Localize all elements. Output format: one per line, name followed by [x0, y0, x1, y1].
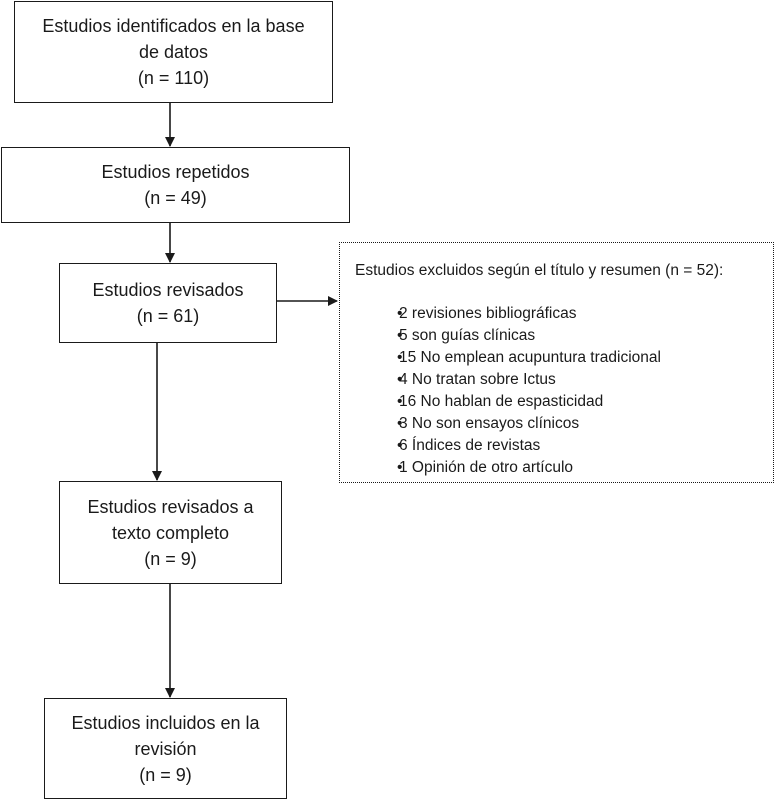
excluded-reason-item: •16 No hablan de espasticidad: [340, 391, 773, 413]
excluded-reason-text: 3 No son ensayos clínicos: [399, 415, 580, 432]
duplicate-studies-label: Estudios repetidos: [101, 162, 250, 182]
excluded-reason-item: •15 No emplean acupuntura tradicional: [340, 347, 773, 369]
duplicate-studies-box: Estudios repetidos (n = 49): [1, 147, 350, 223]
duplicate-studies-count: (n = 49): [144, 188, 207, 208]
bullet-icon: •: [397, 393, 403, 410]
excluded-reason-item: •5 son guías clínicas: [340, 325, 773, 347]
bullet-icon: •: [397, 415, 403, 432]
bullet-icon: •: [397, 349, 403, 366]
excluded-reason-text: 1 Opinión de otro artículo: [399, 459, 574, 476]
fulltext-studies-count: (n = 9): [144, 548, 197, 569]
fulltext-studies-label-line1: Estudios revisados a: [87, 496, 254, 517]
excluded-reason-item: •3 No son ensayos clínicos: [340, 413, 773, 435]
included-studies-label-line2: revisión: [134, 738, 197, 759]
identified-studies-label-line2: de datos: [138, 42, 209, 62]
excluded-reason-text: 4 No tratan sobre Ictus: [399, 371, 556, 388]
identified-studies-box: Estudios identificados en la base de dat…: [14, 1, 333, 103]
bullet-icon: •: [397, 305, 403, 322]
excluded-reasons-list: •2 revisiones bibliográficas •5 son guía…: [340, 303, 773, 479]
included-studies-box: Estudios incluidos en la revisión (n = 9…: [44, 698, 287, 799]
excluded-reason-text: 2 revisiones bibliográficas: [399, 305, 577, 322]
excluded-reason-item: •1 Opinión de otro artículo: [340, 457, 773, 479]
identified-studies-label-line1: Estudios identificados en la base: [42, 16, 305, 36]
excluded-reason-item: •6 Índices de revistas: [340, 435, 773, 457]
fulltext-studies-label-line2: texto completo: [111, 522, 230, 543]
bullet-icon: •: [397, 437, 403, 454]
bullet-icon: •: [397, 327, 403, 344]
screened-studies-label: Estudios revisados: [92, 280, 244, 300]
excluded-reason-text: 5 son guías clínicas: [399, 327, 536, 344]
excluded-reason-text: 6 Índices de revistas: [399, 437, 541, 454]
excluded-reason-text: 15 No emplean acupuntura tradicional: [399, 349, 661, 366]
identified-studies-count: (n = 110): [137, 68, 210, 88]
bullet-icon: •: [397, 371, 403, 388]
included-studies-label-line1: Estudios incluidos en la: [71, 712, 260, 733]
excluded-studies-title: Estudios excluidos según el título y res…: [355, 262, 724, 279]
included-studies-count: (n = 9): [139, 764, 192, 785]
screened-studies-box: Estudios revisados (n = 61): [59, 263, 277, 343]
excluded-reason-item: •4 No tratan sobre Ictus: [340, 369, 773, 391]
bullet-icon: •: [397, 459, 403, 476]
screened-studies-count: (n = 61): [136, 306, 200, 326]
excluded-reason-text: 16 No hablan de espasticidad: [399, 393, 604, 410]
fulltext-studies-box: Estudios revisados a texto completo (n =…: [59, 481, 282, 584]
excluded-studies-box: Estudios excluidos según el título y res…: [339, 242, 774, 483]
excluded-reason-item: •2 revisiones bibliográficas: [340, 303, 773, 325]
